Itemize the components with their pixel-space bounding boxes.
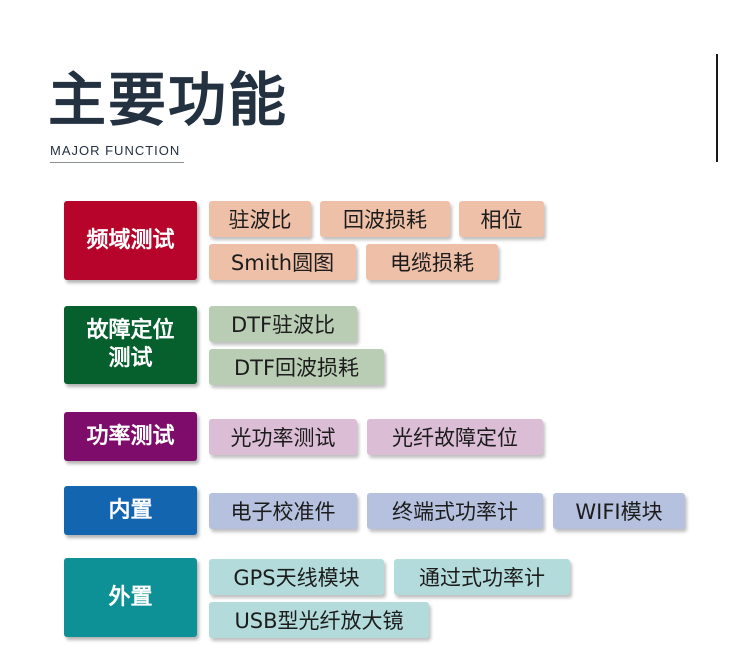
category-label-line2: 测试 xyxy=(108,346,153,371)
tag-smith-chart: Smith圆图 xyxy=(209,244,356,280)
category-label: 外置 xyxy=(108,584,153,610)
tag-through-power-meter: 通过式功率计 xyxy=(394,559,570,595)
category-label: 功率测试 xyxy=(86,423,175,449)
category-power-test: 功率测试 xyxy=(64,412,197,461)
category-label-line1: 故障定位 xyxy=(86,318,175,343)
subtitle-underline xyxy=(50,162,184,163)
tag-usb-fiber-microscope: USB型光纤放大镜 xyxy=(209,602,429,638)
tag-terminal-power-meter: 终端式功率计 xyxy=(367,493,543,529)
vertical-divider xyxy=(716,54,718,162)
page-title: 主要功能 xyxy=(48,66,289,134)
tag-vswr: 驻波比 xyxy=(209,201,311,237)
category-label: 频域测试 xyxy=(86,227,175,253)
category-frequency-domain: 频域测试 xyxy=(64,201,197,280)
tag-wifi-module: WIFI模块 xyxy=(553,493,685,529)
tag-dtf-return-loss: DTF回波损耗 xyxy=(209,349,384,385)
category-label: 内置 xyxy=(108,497,153,523)
tag-optical-power-test: 光功率测试 xyxy=(209,419,357,455)
tag-fiber-fault-location: 光纤故障定位 xyxy=(367,419,543,455)
tag-electronic-calibration: 电子校准件 xyxy=(209,493,357,529)
tag-dtf-vswr: DTF驻波比 xyxy=(209,306,357,342)
tag-gps-antenna-module: GPS天线模块 xyxy=(209,559,384,595)
category-fault-location: 故障定位 测试 xyxy=(64,306,197,384)
category-built-in: 内置 xyxy=(64,486,197,535)
category-external: 外置 xyxy=(64,558,197,637)
tag-phase: 相位 xyxy=(459,201,544,237)
page-subtitle: MAJOR FUNCTION xyxy=(50,143,181,158)
tag-cable-loss: 电缆损耗 xyxy=(366,244,498,280)
tag-return-loss: 回波损耗 xyxy=(320,201,450,237)
